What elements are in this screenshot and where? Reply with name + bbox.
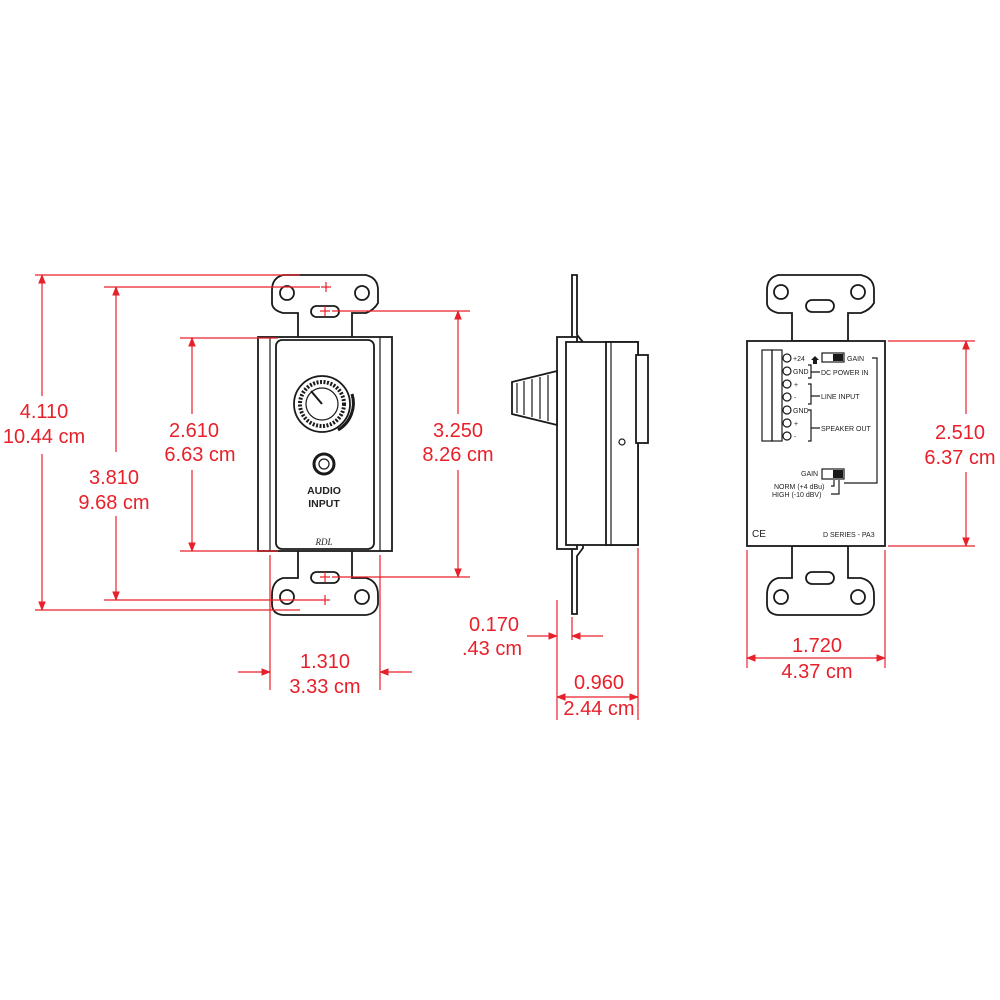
front-top-left-hole: [279, 285, 295, 301]
label-gain-top: GAIN: [847, 356, 864, 363]
dim-depth-cm: 2.44 cm: [563, 698, 634, 720]
terminal-label: +: [794, 382, 798, 389]
dim-front-width-in: 1.310: [300, 651, 350, 673]
model-label: D SERIES - PA3: [823, 532, 875, 539]
ce-mark: CE: [752, 529, 766, 540]
terminal-screw: [782, 405, 792, 415]
audio-input-jack: [312, 452, 336, 476]
dim-plate-height-in: 3.250: [433, 420, 483, 442]
side-dimension-lines: [527, 548, 639, 720]
label-high: HIGH (-10 dBV): [772, 492, 821, 499]
dim-rear-height-in: 2.510: [935, 422, 985, 444]
terminal-screw: [782, 379, 792, 389]
dim-plate-height-cm: 8.26 cm: [422, 444, 493, 466]
label-line-input: LINE INPUT: [821, 394, 860, 401]
dim-overall-height-cm: 10.44 cm: [3, 426, 85, 448]
terminal-screw: [782, 418, 792, 428]
dim-mount-height-cm: 9.68 cm: [78, 492, 149, 514]
dim-overall-height-in: 4.110: [20, 401, 69, 423]
terminal-labels: +24 GND + - GND + -: [793, 356, 809, 441]
front-view: AUDIO INPUT RDL: [3, 274, 494, 698]
terminal-label: +24: [793, 356, 805, 363]
terminal-screw: [782, 431, 792, 441]
dim-rear-width-cm: 4.37 cm: [781, 661, 852, 683]
terminal-label: +: [794, 421, 798, 428]
terminal-label: -: [794, 434, 797, 441]
side-knob: [511, 369, 558, 427]
dim-body-height-in: 2.610: [169, 420, 219, 442]
side-view: 0.170 .43 cm 0.960 2.44 cm: [462, 274, 649, 720]
brand-logo: RDL: [314, 537, 332, 547]
front-top-right-hole: [354, 285, 370, 301]
terminal-screw: [782, 353, 792, 363]
front-crosshair-marks: [320, 282, 331, 605]
terminal-block: [761, 349, 792, 442]
gain-switch-bottom: [821, 468, 845, 480]
label-speaker-out: SPEAKER OUT: [821, 426, 872, 433]
jack-label-line1: AUDIO: [307, 485, 341, 497]
volume-knob: [293, 375, 355, 433]
terminal-screw: [782, 392, 792, 402]
rear-panel: [746, 340, 886, 547]
terminal-label: -: [794, 395, 797, 402]
dim-body-height-cm: 6.63 cm: [164, 444, 235, 466]
side-rear-block: [635, 354, 649, 444]
gain-switch-top: [821, 352, 845, 363]
label-gain-bottom: GAIN: [801, 471, 818, 478]
rear-dimension-lines: [746, 340, 975, 668]
arrow-up-icon: [811, 356, 819, 364]
front-bottom-right-hole: [354, 589, 370, 605]
label-dc-power: DC POWER IN: [821, 370, 868, 377]
terminal-label: GND: [793, 408, 809, 415]
side-screw: [618, 438, 626, 446]
jack-label-line2: INPUT: [308, 498, 340, 510]
front-faceplate: [275, 339, 375, 550]
dim-mount-height-in: 3.810: [89, 467, 139, 489]
dim-rear-width-in: 1.720: [792, 635, 842, 657]
front-bottom-left-hole: [279, 589, 295, 605]
label-norm: NORM (+4 dBu): [774, 484, 824, 491]
rear-view: +24 GND + - GND + - DC POWER IN LINE INP…: [746, 274, 996, 683]
dim-front-width-cm: 3.33 cm: [289, 676, 360, 698]
dim-flange-cm: .43 cm: [462, 638, 522, 660]
front-dimension-lines: [35, 274, 470, 690]
terminal-screw: [782, 366, 792, 376]
dim-rear-height-cm: 6.37 cm: [924, 447, 995, 469]
terminal-label: GND: [793, 369, 809, 376]
dim-flange-in: 0.170: [469, 614, 519, 636]
dim-depth-in: 0.960: [574, 672, 624, 694]
